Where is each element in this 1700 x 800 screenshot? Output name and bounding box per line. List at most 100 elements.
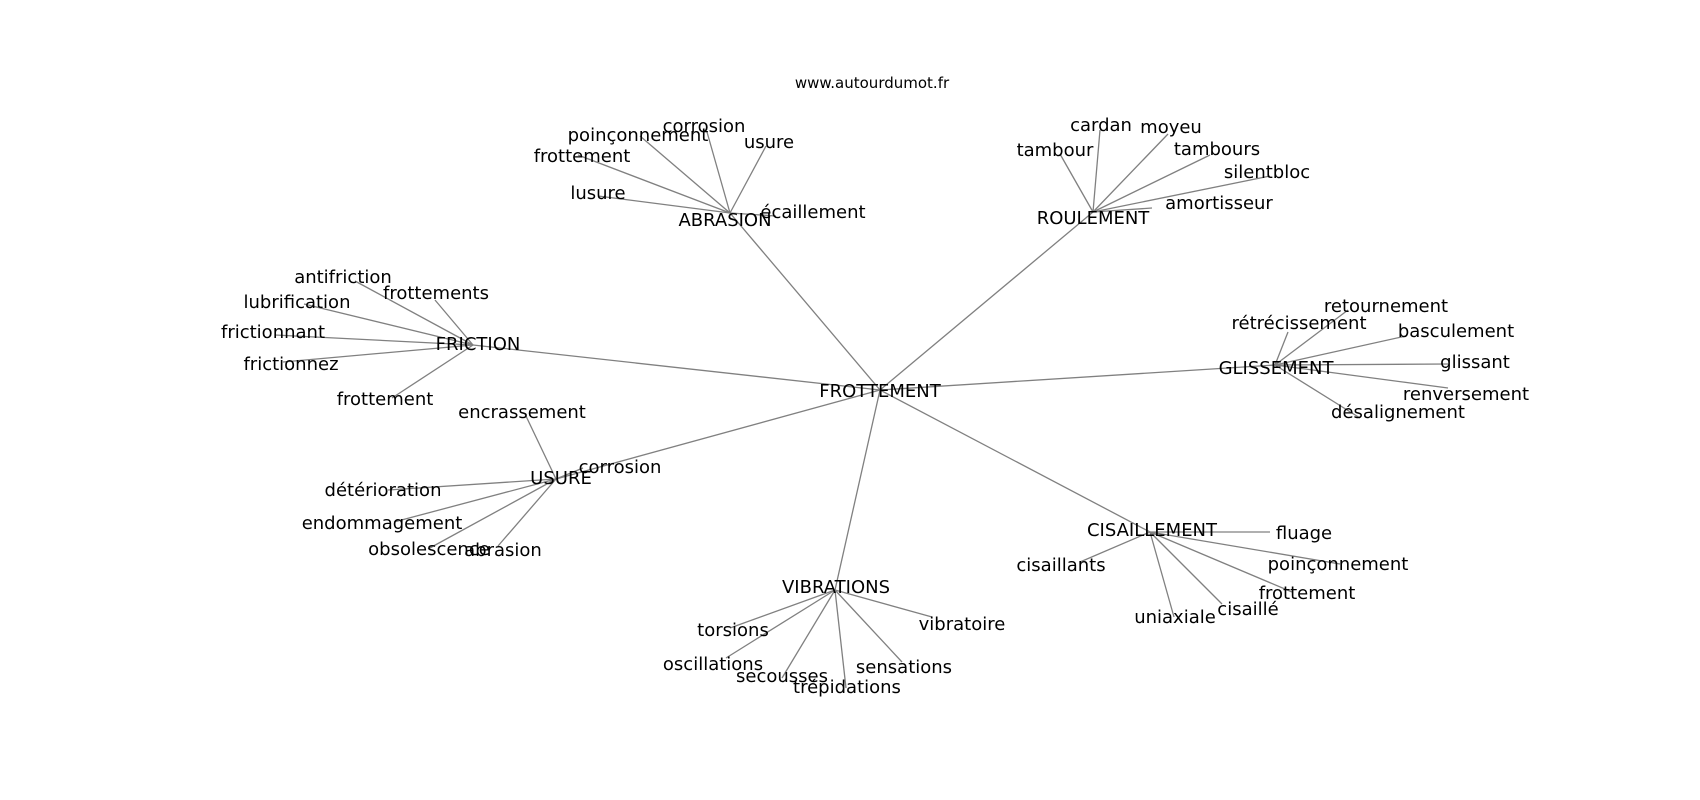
leaf-node-roulement-1: cardan <box>1070 115 1132 136</box>
leaf-node-friction-1: lubrification <box>244 292 351 313</box>
leaf-node-cisaillement-2: frottement <box>1259 583 1356 604</box>
edge-usure-0 <box>524 413 557 480</box>
edge-center-usure <box>555 389 881 480</box>
edge-friction-1 <box>303 303 474 346</box>
hub-node-vibrations: VIBRATIONS <box>782 577 890 598</box>
edge-cisaillement-4 <box>1149 531 1175 618</box>
edge-roulement-5 <box>1092 207 1153 213</box>
hub-node-glissement: GLISSEMENT <box>1219 358 1335 379</box>
edge-center-roulement <box>879 211 1094 391</box>
edge-roulement-2 <box>1092 133 1169 213</box>
leaf-node-cisaillement-5: cisaillants <box>1016 555 1105 576</box>
edge-center-vibrations <box>834 389 881 591</box>
leaf-node-vibrations-0: vibratoire <box>919 614 1006 635</box>
edge-usure-2 <box>387 478 557 491</box>
edge-abrasion-5 <box>729 212 777 217</box>
leaf-node-abrasion-3: usure <box>744 132 794 153</box>
hub-node-friction: FRICTION <box>436 334 521 355</box>
edge-center-friction <box>472 344 881 391</box>
edge-cisaillement-2 <box>1149 531 1293 593</box>
leaf-node-roulement-2: moyeu <box>1140 117 1202 138</box>
leaf-node-cisaillement-3: cisaillé <box>1217 599 1278 620</box>
hub-node-abrasion: ABRASION <box>678 210 771 231</box>
leaf-node-vibrations-3: secousses <box>736 666 828 687</box>
edge-glissement-1 <box>1274 309 1349 366</box>
edge-friction-2 <box>434 299 474 346</box>
leaf-node-usure-0: encrassement <box>458 402 586 423</box>
hub-node-usure: USURE <box>530 468 592 489</box>
leaf-node-usure-3: endommagement <box>302 513 463 534</box>
edge-center-glissement <box>879 364 1276 391</box>
edge-roulement-4 <box>1092 175 1271 213</box>
edge-glissement-5 <box>1274 364 1361 419</box>
leaf-node-abrasion-1: poinçonnement <box>568 125 709 146</box>
edge-cisaillement-5 <box>1079 531 1151 563</box>
leaf-node-abrasion-0: frottement <box>534 146 631 167</box>
leaf-node-friction-2: frottements <box>383 283 489 304</box>
edge-roulement-3 <box>1092 154 1211 213</box>
leaf-node-roulement-3: tambours <box>1174 139 1260 160</box>
leaf-node-roulement-0: tambour <box>1017 140 1094 161</box>
edge-glissement-2 <box>1274 335 1407 366</box>
leaf-node-vibrations-2: oscillations <box>663 654 763 675</box>
leaf-node-glissement-5: désalignement <box>1331 402 1465 423</box>
leaf-node-friction-0: antifriction <box>294 267 392 288</box>
edge-usure-1 <box>555 467 584 480</box>
edge-friction-4 <box>282 344 474 363</box>
edge-cisaillement-3 <box>1149 531 1223 605</box>
leaf-node-cisaillement-4: uniaxiale <box>1134 607 1216 628</box>
leaf-node-abrasion-5: écaillement <box>760 202 865 223</box>
site-url: www.autourdumot.fr <box>795 74 950 92</box>
leaf-node-vibrations-4: trépidations <box>793 677 901 698</box>
edge-glissement-3 <box>1274 363 1449 366</box>
leaf-node-roulement-5: amortisseur <box>1165 193 1273 214</box>
leaf-node-friction-4: frictionnez <box>243 354 338 375</box>
leaf-node-usure-1: corrosion <box>579 457 662 478</box>
edge-friction-3 <box>274 334 474 346</box>
leaf-node-glissement-4: renversement <box>1403 384 1529 405</box>
edge-friction-5 <box>391 344 474 399</box>
leaf-node-abrasion-4: lusure <box>570 183 625 204</box>
leaf-node-glissement-0: rétrécissement <box>1231 313 1366 334</box>
edge-vibrations-4 <box>834 589 847 689</box>
edge-usure-3 <box>393 478 557 523</box>
edge-abrasion-0 <box>577 154 731 214</box>
leaf-node-friction-3: frictionnant <box>221 322 325 343</box>
leaf-node-usure-5: abrasion <box>464 540 542 561</box>
edge-abrasion-1 <box>639 135 731 214</box>
leaf-node-glissement-1: retournement <box>1324 296 1448 317</box>
edge-vibrations-2 <box>725 589 836 659</box>
edge-center-cisaillement <box>879 389 1151 533</box>
leaf-node-roulement-4: silentbloc <box>1224 162 1310 183</box>
hub-node-cisaillement: CISAILLEMENT <box>1087 520 1218 541</box>
center-node-label: FROTTEMENT <box>819 381 941 402</box>
edge-center-abrasion <box>729 212 881 391</box>
graph-labels: www.autourdumot.fr FROTTEMENT ABRASION fr… <box>221 74 1529 698</box>
graph-edges <box>274 129 1449 689</box>
leaf-node-glissement-3: glissant <box>1440 352 1510 373</box>
leaf-node-usure-2: détérioration <box>325 480 442 501</box>
edge-usure-4 <box>427 478 557 550</box>
edge-friction-0 <box>354 280 474 346</box>
edge-roulement-0 <box>1059 153 1094 213</box>
edge-roulement-1 <box>1092 129 1101 213</box>
edge-abrasion-4 <box>597 195 731 214</box>
leaf-node-vibrations-1: torsions <box>697 620 769 641</box>
edge-vibrations-3 <box>781 589 836 679</box>
edge-vibrations-1 <box>729 589 836 629</box>
edge-abrasion-3 <box>729 145 767 214</box>
hub-node-roulement: ROULEMENT <box>1037 208 1151 229</box>
edge-vibrations-5 <box>834 589 903 663</box>
edge-abrasion-2 <box>706 131 731 214</box>
leaf-node-vibrations-5: sensations <box>856 657 952 678</box>
edge-glissement-0 <box>1274 331 1289 366</box>
leaf-node-abrasion-2: corrosion <box>663 116 746 137</box>
leaf-node-friction-5: frottement <box>337 389 434 410</box>
leaf-node-cisaillement-0: fluage <box>1276 523 1332 544</box>
edge-vibrations-0 <box>834 589 933 618</box>
edge-glissement-4 <box>1274 364 1449 389</box>
edge-usure-5 <box>497 478 557 547</box>
edge-cisaillement-1 <box>1149 531 1341 565</box>
leaf-node-cisaillement-1: poinçonnement <box>1268 554 1409 575</box>
